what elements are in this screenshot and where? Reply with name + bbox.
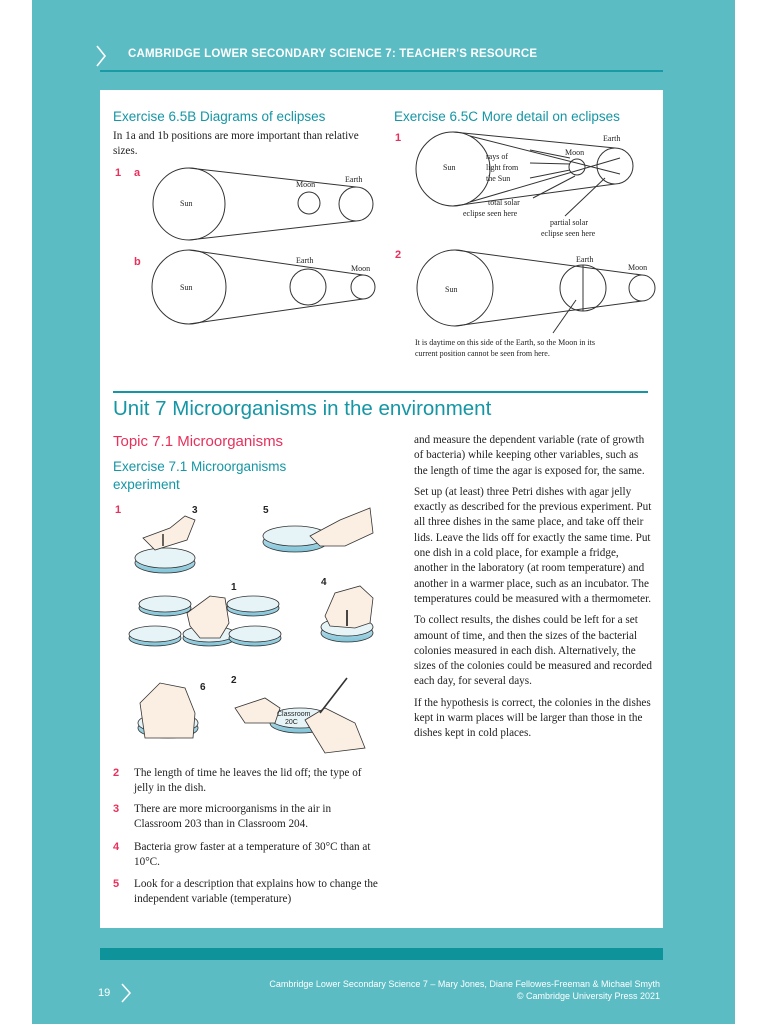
footer-credit: Cambridge Lower Secondary Science 7 – Ma… — [269, 978, 660, 1002]
eclipse-diagram-65b: Sun Moon Earth Sun Earth Moon — [151, 167, 376, 325]
running-header: CAMBRIDGE LOWER SECONDARY SCIENCE 7: TEA… — [128, 48, 538, 60]
exercise-65b-title: Exercise 6.5B Diagrams of eclipses — [113, 109, 326, 124]
step-label-1: 1 — [231, 582, 237, 593]
paragraph: To collect results, the dishes could be … — [414, 614, 652, 688]
label-earth-a: Earth — [345, 175, 362, 184]
label-earth-c1: Earth — [603, 134, 620, 143]
step-label-2: 2 — [231, 675, 237, 686]
exercise-65c-title: Exercise 6.5C More detail on eclipses — [394, 109, 620, 124]
label-moon-c2: Moon — [628, 263, 647, 272]
dish-label-2: 20C — [285, 719, 298, 726]
label-rays-1: rays of — [486, 152, 508, 161]
unit-title: Unit 7 Microorganisms in the environment — [113, 397, 492, 420]
paragraph: Set up (at least) three Petri dishes wit… — [414, 485, 652, 605]
q71-1-number: 1 — [115, 504, 122, 516]
answer-number: 5 — [113, 878, 120, 890]
paragraph: If the hypothesis is correct, the coloni… — [414, 696, 651, 740]
step-label-6: 6 — [200, 682, 206, 693]
q1a-label: a — [134, 167, 141, 179]
right-column-text: and measure the dependent variable (rate… — [414, 433, 654, 748]
label-partial-2: eclipse seen here — [541, 229, 596, 238]
answer-item: 2 The length of time he leaves the lid o… — [113, 766, 373, 796]
topic-title: Topic 7.1 Microorganisms — [113, 433, 284, 450]
footer-copyright: © Cambridge University Press 2021 — [516, 991, 660, 1001]
unit-rule — [113, 391, 648, 393]
label-earth-c2: Earth — [576, 255, 593, 264]
eclipse-diagram-65c: Sun Earth Moon rays of light from the Su… — [415, 131, 656, 358]
paragraph: and measure the dependent variable (rate… — [414, 434, 645, 477]
step-label-4: 4 — [321, 577, 327, 588]
q1-number: 1 — [115, 167, 122, 179]
label-moon-c1: Moon — [565, 148, 584, 157]
q65c-2-number: 2 — [395, 249, 402, 261]
step-label-3: 3 — [192, 505, 198, 516]
label-partial-1: partial solar — [550, 218, 588, 227]
answer-number: 4 — [113, 841, 120, 853]
exercise-65b-intro: In 1a and 1b positions are more importan… — [113, 130, 359, 157]
answer-text: Look for a description that explains how… — [134, 878, 378, 906]
footer-bar — [100, 948, 663, 960]
answer-text: The length of time he leaves the lid off… — [134, 767, 362, 795]
caption-line-2: current position cannot be seen from her… — [415, 349, 550, 358]
header-rule — [100, 70, 663, 72]
label-rays-2: light from — [486, 163, 519, 172]
label-sun-c2: Sun — [445, 285, 457, 294]
answer-item: 3 There are more microorganisms in the a… — [113, 802, 373, 832]
caption-line-1: It is daytime on this side of the Earth,… — [415, 338, 595, 347]
label-earth-b: Earth — [296, 256, 313, 265]
page-number: 19 — [98, 987, 111, 999]
answer-text: There are more microorganisms in the air… — [134, 803, 332, 831]
chevron-right-icon — [96, 45, 107, 67]
exercise-71-title-2: experiment — [113, 477, 180, 492]
petri-dish-illustration: 3 5 1 4 6 2 — [128, 505, 374, 754]
label-sun-c1: Sun — [443, 163, 455, 172]
q65c-1-number: 1 — [395, 132, 402, 144]
answer-number: 3 — [113, 803, 120, 815]
label-total-2: eclipse seen here — [463, 209, 518, 218]
step-label-5: 5 — [263, 505, 269, 516]
label-rays-3: the Sun — [486, 174, 510, 183]
footer-credit-authors: Cambridge Lower Secondary Science 7 – Ma… — [269, 979, 660, 989]
label-moon-a: Moon — [296, 180, 315, 189]
answer-item: 4 Bacteria grow faster at a temperature … — [113, 840, 373, 870]
label-total-1: total solar — [488, 198, 520, 207]
q1b-label: b — [134, 256, 141, 268]
label-sun-a: Sun — [180, 199, 192, 208]
content-panel — [100, 90, 663, 928]
exercise-71-title-1: Exercise 7.1 Microorganisms — [113, 459, 287, 474]
label-moon-b: Moon — [351, 264, 370, 273]
label-sun-b: Sun — [180, 283, 192, 292]
chevron-right-icon — [121, 983, 132, 1003]
dish-label-1: Classroom — [277, 711, 311, 718]
answer-item: 5 Look for a description that explains h… — [113, 877, 378, 907]
answer-text: Bacteria grow faster at a temperature of… — [134, 841, 371, 869]
answer-number: 2 — [113, 767, 120, 779]
